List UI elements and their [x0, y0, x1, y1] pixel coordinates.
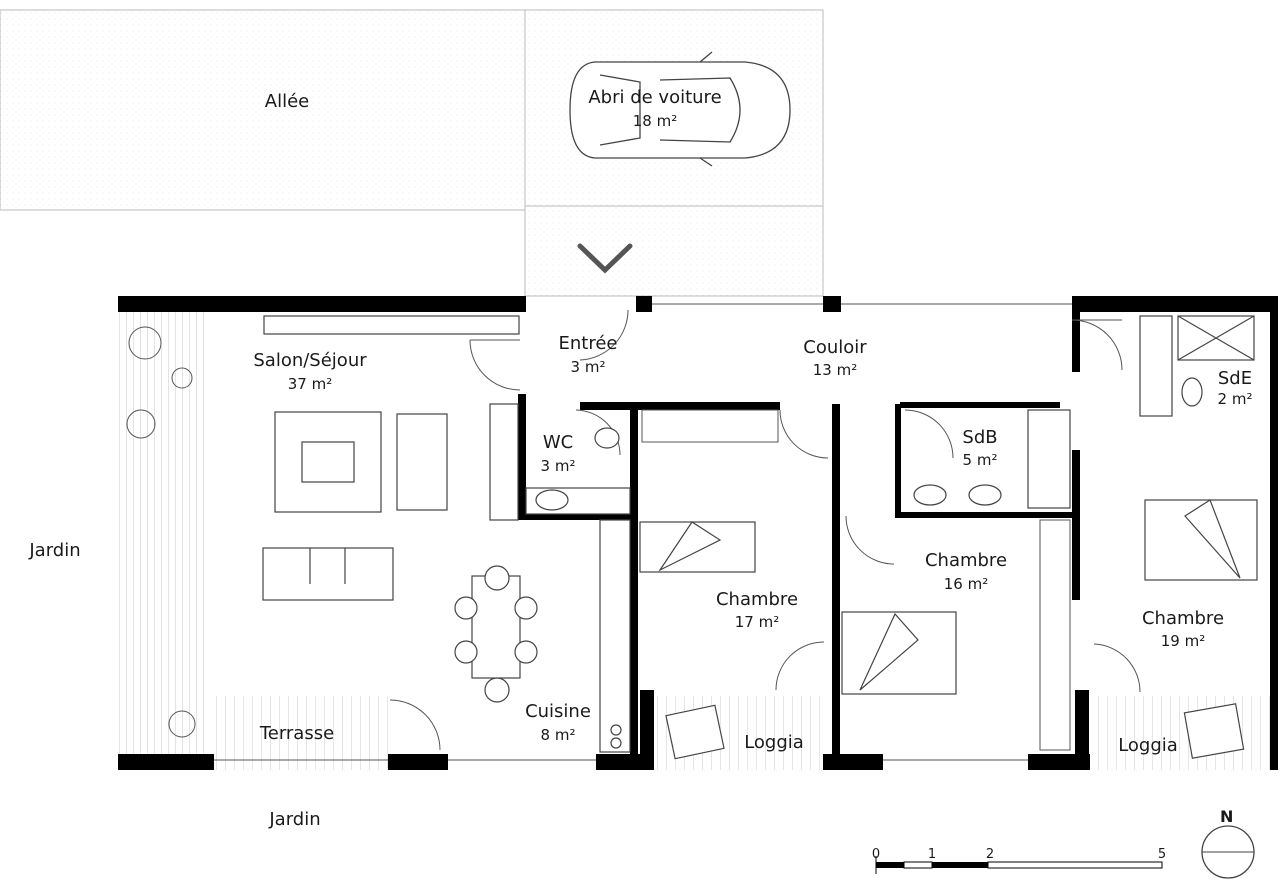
cuisine-label: Cuisine — [525, 701, 591, 722]
allee-area — [0, 9, 526, 211]
chambre2-label: Chambre — [925, 550, 1007, 571]
salon-label: Salon/Séjour — [253, 350, 367, 371]
entree-area: 3 m² — [571, 358, 606, 376]
entree-label: Entrée — [559, 333, 618, 354]
bathroom-fixtures — [913, 409, 1071, 509]
chambre1-area: 17 m² — [735, 613, 779, 631]
window-lines — [214, 303, 1072, 761]
terrace-deck — [210, 696, 388, 770]
scale-tick-0: 0 — [872, 847, 880, 862]
compass-icon: N — [1201, 807, 1255, 879]
sde-area: 2 m² — [1218, 390, 1253, 408]
door-swings — [389, 309, 1141, 751]
scale-tick-2: 2 — [986, 847, 994, 862]
jardin-south-label: Jardin — [268, 809, 320, 830]
jardin-west-label: Jardin — [28, 540, 80, 561]
wardrobes — [641, 409, 1071, 751]
scale-bar: 0 1 2 5 — [872, 847, 1166, 874]
chambre3-label: Chambre — [1142, 608, 1224, 629]
sdb-label: SdB — [962, 427, 997, 448]
wc-fixtures — [525, 427, 631, 515]
chambre2-area: 16 m² — [944, 575, 988, 593]
west-deck — [118, 312, 210, 756]
loungers — [665, 703, 1245, 760]
car-icon — [569, 51, 791, 167]
abri-area: 18 m² — [633, 112, 677, 130]
chambre3-area: 19 m² — [1161, 632, 1205, 650]
carport-apron — [524, 205, 824, 297]
plants — [126, 326, 196, 738]
dining-table — [454, 565, 538, 703]
sde-label: SdE — [1218, 368, 1252, 389]
couloir-area: 13 m² — [813, 361, 857, 379]
allee-label: Allée — [265, 91, 309, 112]
entry-arrow-icon — [577, 243, 633, 274]
loggia2-label: Loggia — [1118, 735, 1178, 756]
wc-area: 3 m² — [541, 457, 576, 475]
beds — [639, 499, 1258, 695]
abri-label: Abri de voiture — [588, 87, 721, 108]
loggia2-deck — [1090, 696, 1275, 770]
scale-tick-1: 1 — [928, 847, 936, 862]
chambre1-label: Chambre — [716, 589, 798, 610]
scale-tick-5: 5 — [1158, 847, 1166, 862]
shower-fixtures — [1139, 315, 1255, 417]
kitchen-counter — [489, 403, 631, 753]
terrasse-label: Terrasse — [259, 723, 334, 744]
compass-north-label: N — [1220, 807, 1233, 826]
living-furniture — [262, 315, 520, 601]
loggia1-label: Loggia — [744, 732, 804, 753]
walls — [118, 296, 1278, 770]
wc-label: WC — [543, 432, 573, 453]
cuisine-area: 8 m² — [541, 726, 576, 744]
sdb-area: 5 m² — [963, 451, 998, 469]
salon-area: 37 m² — [288, 375, 332, 393]
couloir-label: Couloir — [803, 337, 867, 358]
